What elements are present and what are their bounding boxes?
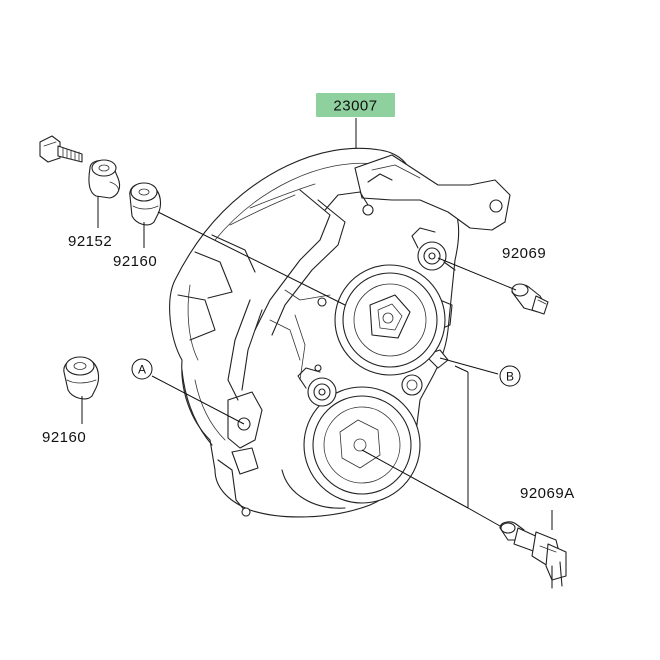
- callout-a-letter: A: [138, 363, 146, 377]
- upper-adjuster: [411, 227, 456, 271]
- main-assembly-number: 23007: [333, 98, 377, 115]
- lower-lens-socket: [303, 386, 421, 504]
- part-label-92069: 92069: [502, 245, 546, 262]
- grommet-lower-icon: [63, 356, 100, 400]
- bolt-icon: [39, 135, 83, 163]
- callout-a: A: [131, 358, 153, 380]
- callout-b: B: [499, 365, 521, 387]
- upper-lens-socket: [334, 264, 446, 376]
- main-assembly-label: 23007: [316, 93, 395, 117]
- leader-lines: [81, 118, 553, 530]
- grommet-upper-icon: [129, 182, 162, 226]
- part-label-92160-upper: 92160: [113, 253, 157, 270]
- collar-icon: [88, 159, 121, 199]
- position-bulb-icon: [511, 283, 549, 315]
- headlight-bulb-icon: [499, 521, 567, 589]
- main-assembly-highlight: [316, 93, 395, 117]
- part-label-92160-lower: 92160: [42, 429, 86, 446]
- headlight-housing: [169, 147, 511, 518]
- callout-b-letter: B: [506, 370, 514, 384]
- part-label-92152: 92152: [68, 233, 112, 250]
- part-label-92069a: 92069A: [520, 485, 575, 502]
- lower-adjuster: [297, 367, 337, 407]
